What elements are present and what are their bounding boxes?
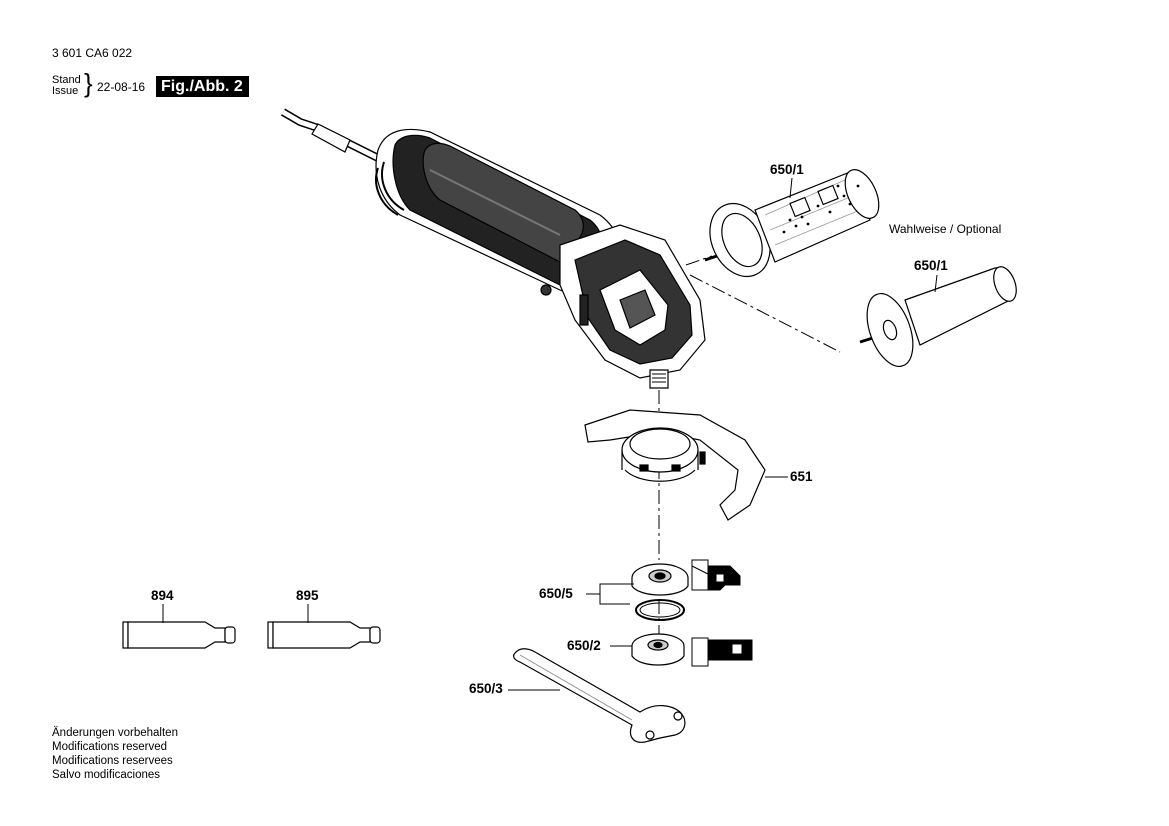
note-line-de: Änderungen vorbehalten [52,727,178,739]
stand-label: Stand [52,74,81,86]
flange-profile-icon [691,559,741,591]
clamping-nut-icon [631,633,685,666]
note-line-es: Salvo modificaciones [52,769,161,781]
side-handle-plain-icon [859,266,1017,367]
part-label-650-1-plain: 650/1 [914,258,948,273]
mounting-flange-icon [631,563,689,621]
side-handle-grip-icon [704,169,880,278]
issue-date: 22-08-16 [97,80,146,94]
nut-profile-icon [691,637,753,667]
part-label-650-5: 650/5 [539,586,573,601]
angle-grinder-icon [280,108,706,389]
modification-notes: Änderungen vorbehalten Modifications res… [52,726,178,782]
stand-issue-labels: Stand Issue [52,75,81,97]
part-label-651: 651 [790,469,813,484]
brace-glyph: } [84,68,93,98]
document-number: 3 601 CA6 022 [52,46,133,60]
protection-guard-icon [584,409,766,521]
note-line-fr: Modifications reservees [52,755,173,767]
note-line-en: Modifications reserved [52,741,168,753]
figure-label: Fig./Abb. 2 [156,76,249,97]
part-label-894: 894 [151,588,174,603]
part-label-895: 895 [296,588,319,603]
grease-tube-895-icon [267,621,381,649]
part-label-650-2: 650/2 [567,638,601,653]
optional-note: Wahlweise / Optional [889,222,1001,236]
pin-wrench-icon [513,648,686,743]
leader-lines [162,177,938,691]
grease-tube-894-icon [122,621,236,649]
part-label-650-1-grip: 650/1 [770,162,804,177]
issue-label: Issue [52,85,79,97]
part-label-650-3: 650/3 [469,681,503,696]
